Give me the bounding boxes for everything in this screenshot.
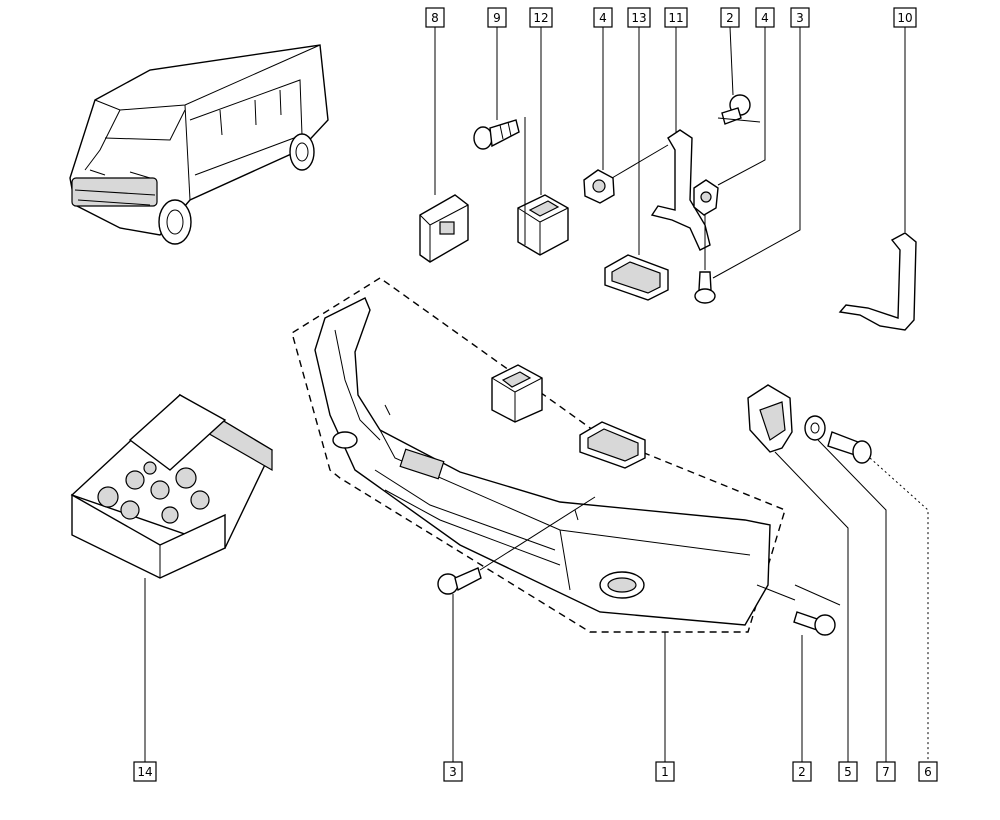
front-bumper-part-1 (314, 297, 771, 626)
bolt-part-9 (473, 119, 520, 150)
callout-label-1: 1 (655, 761, 675, 782)
callout-label-3-top: 3 (790, 7, 810, 28)
screw-part-2-bottom (793, 611, 836, 636)
callout-label-5: 5 (838, 761, 858, 782)
svg-text:10: 10 (897, 11, 912, 25)
callout-label-2-bottom: 2 (792, 761, 812, 782)
svg-text:5: 5 (844, 765, 852, 779)
svg-text:2: 2 (726, 11, 734, 25)
svg-text:12: 12 (533, 11, 548, 25)
svg-text:9: 9 (493, 11, 501, 25)
van-illustration (69, 44, 329, 245)
bracket-part-11 (650, 129, 711, 251)
screw-part-3-bottom (437, 567, 482, 595)
leader-lines (144, 26, 929, 762)
bracket-part-10 (838, 232, 917, 331)
washer-part-7 (804, 415, 826, 441)
callout-label-6: 6 (918, 761, 938, 782)
bolt-part-6 (827, 431, 872, 464)
svg-text:7: 7 (882, 765, 890, 779)
bracket-part-8 (419, 194, 469, 263)
clip-part-4-left (583, 169, 615, 204)
svg-text:1: 1 (661, 765, 669, 779)
nut-part-4-right (693, 179, 719, 216)
connector-part-12-inset (491, 364, 543, 423)
callout-label-8: 8 (425, 7, 445, 28)
callout-label-11: 11 (664, 7, 688, 28)
callout-label-14: 14 (133, 761, 157, 782)
svg-text:13: 13 (631, 11, 646, 25)
svg-text:6: 6 (924, 765, 932, 779)
callout-label-2-top: 2 (720, 7, 740, 28)
clip-kit-box (70, 393, 273, 579)
svg-text:14: 14 (137, 765, 152, 779)
svg-text:3: 3 (449, 765, 457, 779)
svg-text:2: 2 (798, 765, 806, 779)
callout-label-10: 10 (893, 7, 917, 28)
callout-label-7: 7 (876, 761, 896, 782)
callout-label-9: 9 (487, 7, 507, 28)
callout-label-3-bottom: 3 (443, 761, 463, 782)
svg-text:4: 4 (599, 11, 607, 25)
callout-label-4-right: 4 (755, 7, 775, 28)
screw-part-3-top (694, 271, 716, 304)
assembly-outline (291, 277, 786, 633)
svg-text:8: 8 (431, 11, 439, 25)
screw-part-2-top (721, 94, 751, 125)
svg-text:4: 4 (761, 11, 769, 25)
connector-part-12 (517, 194, 569, 256)
callout-label-13: 13 (627, 7, 651, 28)
callout-label-4-left: 4 (593, 7, 613, 28)
svg-text:11: 11 (668, 11, 683, 25)
bracket-part-5 (747, 384, 793, 453)
svg-text:3: 3 (796, 11, 804, 25)
grille-part-13 (604, 254, 669, 301)
callout-label-12: 12 (529, 7, 553, 28)
grille-part-13-inset (579, 421, 646, 469)
